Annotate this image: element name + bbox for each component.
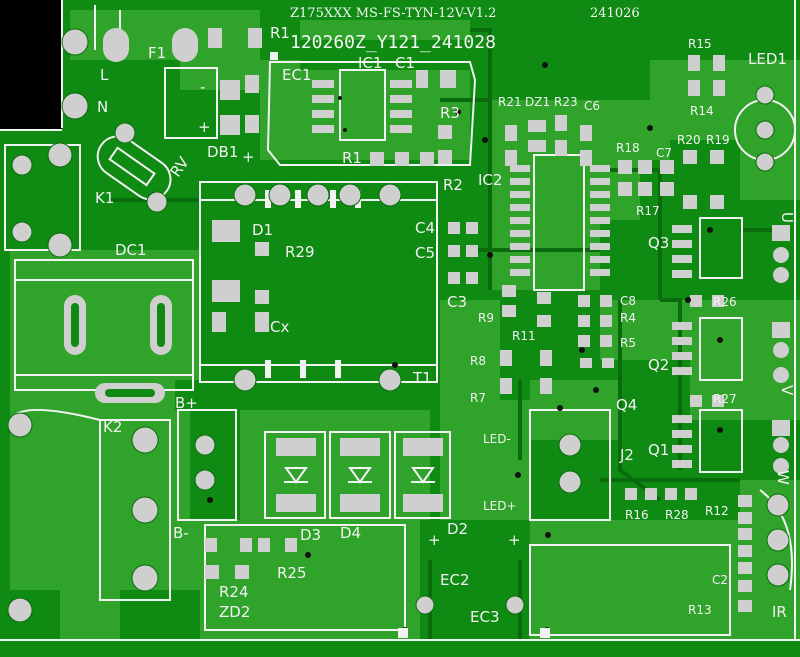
- label-D2: D2: [447, 520, 468, 538]
- label-C2: C2: [712, 573, 728, 587]
- ec1-outline: [266, 61, 477, 166]
- label-Q2: Q2: [648, 356, 669, 374]
- label-W: W: [774, 470, 792, 485]
- label-D4: D4: [340, 524, 361, 542]
- label-C1: C1: [395, 54, 415, 72]
- label-R27: R27: [713, 392, 737, 406]
- label-Q3: Q3: [648, 234, 669, 252]
- label-R18: R18: [616, 141, 640, 155]
- diode-pads: [276, 438, 443, 512]
- label-R15: R15: [688, 37, 712, 51]
- label-B-minus: B-: [173, 524, 189, 542]
- label-B-plus: B+: [175, 394, 198, 412]
- label-R21: R21: [498, 95, 522, 109]
- ir-outline: [759, 489, 793, 591]
- ec3-outline: [529, 544, 731, 636]
- label-Q1: Q1: [648, 441, 669, 459]
- label-T1: T1: [412, 369, 432, 387]
- label-R24: R24: [219, 583, 249, 601]
- label-R23: R23: [554, 95, 578, 109]
- label-N: N: [97, 98, 108, 116]
- label-LED1: LED1: [748, 50, 787, 68]
- k1-outline: [4, 144, 81, 251]
- label-EC2: EC2: [440, 571, 470, 589]
- label-IR: IR: [772, 603, 787, 621]
- label-Q4: Q4: [616, 396, 637, 414]
- label-DB1: DB1: [207, 143, 238, 161]
- label-R12: R12: [705, 504, 729, 518]
- label-R16: R16: [625, 508, 649, 522]
- label-R5: R5: [620, 336, 636, 350]
- label-D3: D3: [300, 526, 321, 544]
- label-LED-plus: LED+: [483, 499, 517, 513]
- board-title: Z175XXX MS-FS-TYN-12V-V1.2: [290, 6, 496, 21]
- label-db1-plus: +: [198, 118, 211, 136]
- diode-packages: [264, 431, 451, 519]
- label-C7: C7: [656, 146, 672, 160]
- copper-pours: [10, 10, 800, 640]
- label-R14: R14: [690, 104, 714, 118]
- silkscreen-lines: [0, 0, 800, 641]
- label-R25: R25: [277, 564, 307, 582]
- ic1-outline: [339, 69, 386, 141]
- label-V: V: [778, 385, 796, 396]
- label-F1: F1: [148, 44, 166, 62]
- label-EC1: EC1: [282, 66, 312, 84]
- label-R29: R29: [285, 243, 315, 261]
- label-ec3-plus: +: [508, 531, 521, 549]
- label-D1: D1: [252, 221, 273, 239]
- mosfet-pads: [772, 225, 790, 474]
- label-R28: R28: [665, 508, 689, 522]
- label-db1-minus: -: [200, 78, 205, 96]
- label-R7: R7: [470, 391, 486, 405]
- label-IC2: IC2: [478, 171, 502, 189]
- label-R4: R4: [620, 311, 636, 325]
- db1-outline: [164, 67, 218, 139]
- label-J2: J2: [619, 446, 634, 464]
- label-L: L: [100, 66, 109, 84]
- label-C8: C8: [620, 294, 636, 308]
- label-ec2-plus: +: [428, 531, 441, 549]
- label-DZ1: DZ1: [525, 95, 550, 109]
- label-R2: R2: [443, 176, 463, 194]
- label-C4: C4: [415, 219, 435, 237]
- label-C6: C6: [584, 99, 600, 113]
- batch-code: 120260Z_Y121_241028: [290, 32, 496, 53]
- label-R17: R17: [636, 204, 660, 218]
- smd-pads: [205, 28, 752, 612]
- label-ZD2: ZD2: [219, 603, 250, 621]
- label-IC1: IC1: [358, 54, 382, 72]
- battery-connector-outline: [177, 409, 237, 521]
- label-db1-plus-2: +: [242, 148, 255, 166]
- through-hole-pads: [7, 28, 790, 623]
- label-EC3: EC3: [470, 608, 500, 626]
- mosfet-outlines: [699, 217, 743, 473]
- label-R3: R3: [440, 104, 460, 122]
- label-R8: R8: [470, 354, 486, 368]
- label-R26: R26: [713, 295, 737, 309]
- label-Cx: Cx: [270, 318, 289, 336]
- board-date: 241026: [590, 6, 640, 21]
- label-C3: C3: [447, 293, 467, 311]
- label-K2: K2: [103, 418, 122, 436]
- label-R11: R11: [512, 329, 536, 343]
- fuse-f1: [103, 28, 198, 62]
- label-C5: C5: [415, 244, 435, 262]
- k2-outline: [99, 419, 171, 601]
- j2-outline: [529, 409, 611, 521]
- label-R9: R9: [478, 311, 494, 325]
- label-R20: R20: [677, 133, 701, 147]
- label-R19: R19: [706, 133, 730, 147]
- label-K1: K1: [95, 189, 114, 207]
- label-DC1: DC1: [115, 241, 147, 259]
- label-LED-minus: LED-: [483, 432, 511, 446]
- label-U: U: [778, 212, 796, 223]
- varistor-rv: [96, 135, 172, 201]
- label-R13: R13: [688, 603, 712, 617]
- label-R1: R1: [342, 149, 362, 167]
- label-R1-top: R1: [270, 24, 290, 42]
- transformer-t1-outline: [199, 181, 438, 383]
